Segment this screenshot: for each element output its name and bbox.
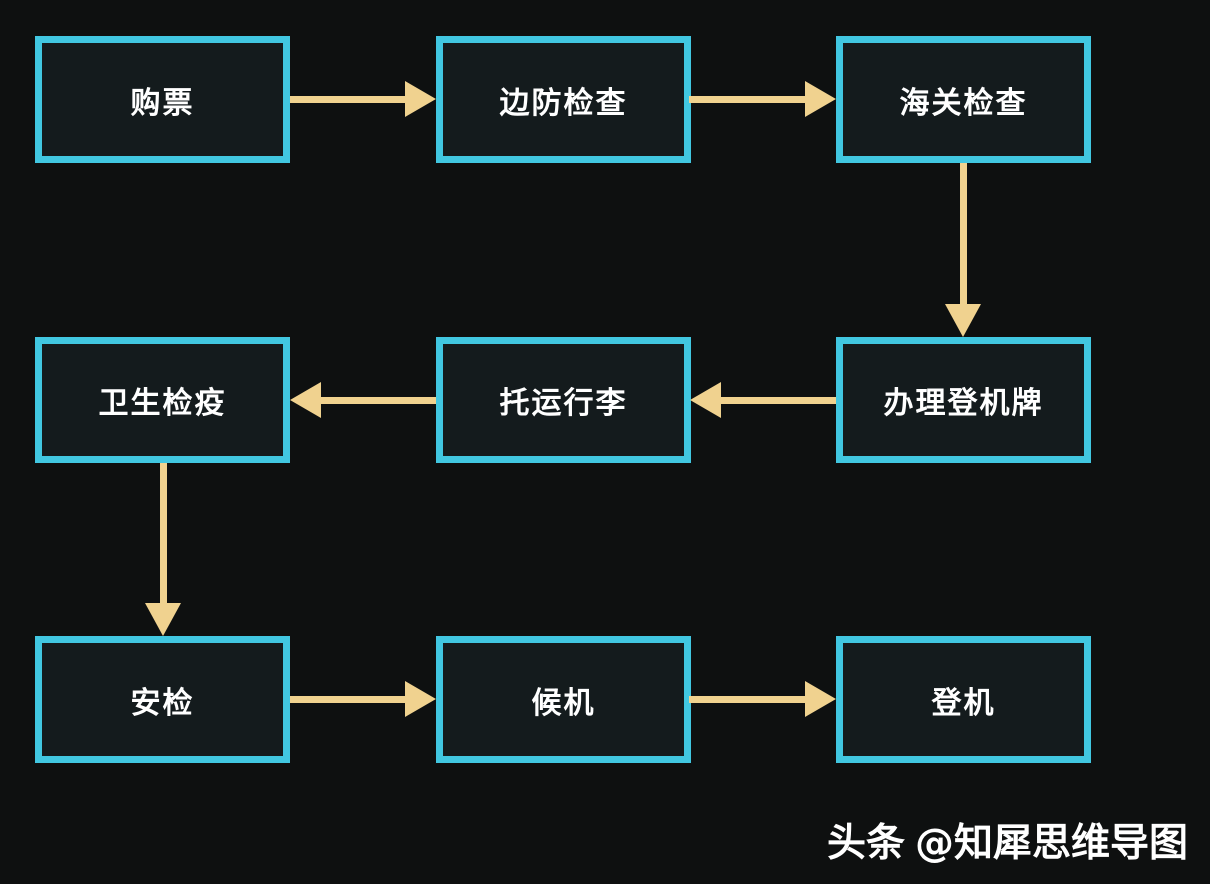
arrow-head-left-icon [290, 382, 321, 418]
arrow-head-right-icon [405, 81, 436, 117]
arrow-line [960, 163, 967, 307]
watermark: 头条@知犀思维导图 [827, 812, 1188, 868]
arrow-head-right-icon [405, 681, 436, 717]
arrow-border-inspection-to-customs [689, 80, 836, 118]
arrow-boarding-pass-to-check-luggage [690, 381, 836, 419]
arrow-customs-to-boarding-pass [944, 163, 982, 337]
node-customs-inspection[interactable]: 海关检查 [836, 36, 1091, 163]
arrow-line [290, 696, 408, 703]
node-border-inspection[interactable]: 边防检查 [436, 36, 691, 163]
arrow-line [290, 96, 408, 103]
node-boarding[interactable]: 登机 [836, 636, 1091, 763]
node-wait-for-boarding[interactable]: 候机 [436, 636, 691, 763]
node-security-check[interactable]: 安检 [35, 636, 290, 763]
arrow-buy-ticket-to-border-inspection [290, 80, 436, 118]
watermark-brand: 头条 [826, 821, 905, 866]
node-health-quarantine[interactable]: 卫生检疫 [35, 337, 290, 463]
watermark-handle: @知犀思维导图 [914, 821, 1188, 866]
node-check-luggage[interactable]: 托运行李 [436, 337, 691, 463]
arrow-line [718, 397, 836, 404]
arrow-head-down-icon [945, 304, 981, 337]
arrow-line [689, 696, 808, 703]
arrow-head-right-icon [805, 81, 836, 117]
arrow-line [160, 463, 167, 606]
arrow-line [689, 96, 808, 103]
arrow-head-right-icon [805, 681, 836, 717]
arrow-health-quarantine-to-security [144, 463, 182, 636]
arrow-wait-to-boarding [689, 680, 836, 718]
arrow-check-luggage-to-health-quarantine [290, 381, 436, 419]
arrow-head-down-icon [145, 603, 181, 636]
arrow-line [318, 397, 436, 404]
node-boarding-pass-checkin[interactable]: 办理登机牌 [836, 337, 1091, 463]
arrow-head-left-icon [690, 382, 721, 418]
node-buy-ticket[interactable]: 购票 [35, 36, 290, 163]
arrow-security-to-wait [290, 680, 436, 718]
